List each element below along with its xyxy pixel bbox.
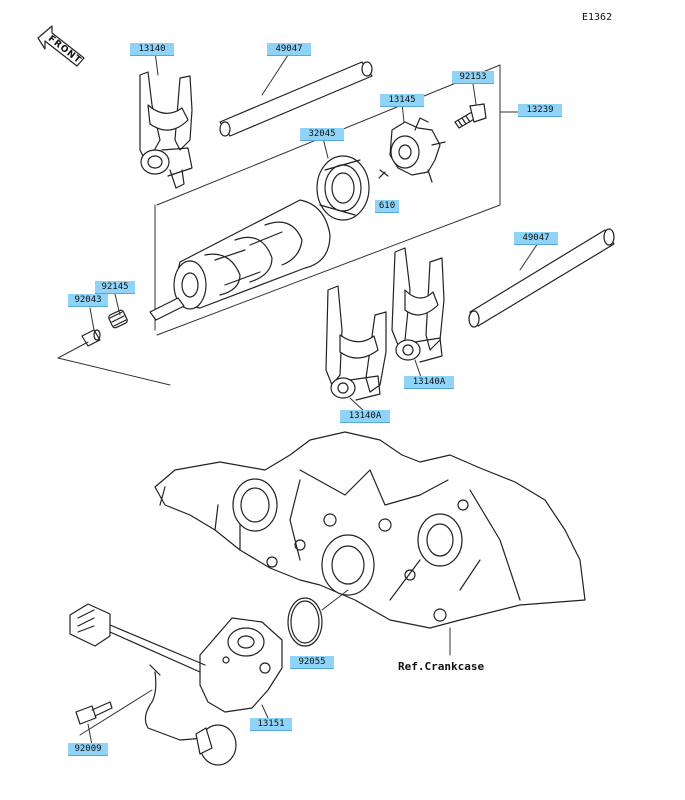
crankcase bbox=[154, 431, 586, 629]
part-label-13145[interactable]: 13145 bbox=[380, 94, 424, 107]
shift-fork-13140a-right bbox=[391, 247, 445, 363]
gear-position-sensor-13151 bbox=[199, 617, 283, 713]
spring-92145 bbox=[108, 309, 128, 329]
shift-rod-lower bbox=[468, 228, 615, 328]
part-label-49047-upper[interactable]: 49047 bbox=[267, 43, 311, 56]
part-label-13140a-middle[interactable]: 13140A bbox=[340, 410, 390, 423]
part-label-610[interactable]: 610 bbox=[375, 200, 399, 213]
connector-icon bbox=[69, 603, 111, 647]
part-label-92043[interactable]: 92043 bbox=[68, 294, 108, 307]
segment-13145 bbox=[389, 117, 446, 183]
part-label-49047-lower[interactable]: 49047 bbox=[514, 232, 558, 245]
part-label-92145[interactable]: 92145 bbox=[95, 281, 135, 294]
bearing-32045 bbox=[316, 155, 370, 221]
part-label-13239[interactable]: 13239 bbox=[518, 104, 562, 117]
wire-harness bbox=[109, 624, 206, 741]
shift-drum bbox=[149, 199, 331, 321]
part-label-92009[interactable]: 92009 bbox=[68, 743, 108, 756]
sensor-head bbox=[195, 724, 237, 766]
part-label-13140[interactable]: 13140 bbox=[130, 43, 174, 56]
bolt-92153 bbox=[454, 103, 487, 129]
part-label-92153[interactable]: 92153 bbox=[452, 71, 494, 84]
part-label-92055[interactable]: 92055 bbox=[290, 656, 334, 669]
reference-crankcase-label: Ref.Crankcase bbox=[398, 660, 485, 673]
part-label-32045[interactable]: 32045 bbox=[300, 128, 344, 141]
bolt-92009 bbox=[75, 701, 113, 725]
shift-fork-13140a-middle bbox=[325, 285, 387, 401]
part-label-13140a-right[interactable]: 13140A bbox=[404, 376, 454, 389]
front-arrow-icon bbox=[37, 25, 85, 67]
pin-610 bbox=[378, 169, 389, 179]
diagram-code: E1362 bbox=[582, 12, 613, 23]
part-label-13151[interactable]: 13151 bbox=[250, 718, 292, 731]
shift-rod-upper bbox=[219, 61, 373, 137]
o-ring-92055 bbox=[287, 597, 323, 647]
shift-fork-13140 bbox=[139, 71, 193, 189]
